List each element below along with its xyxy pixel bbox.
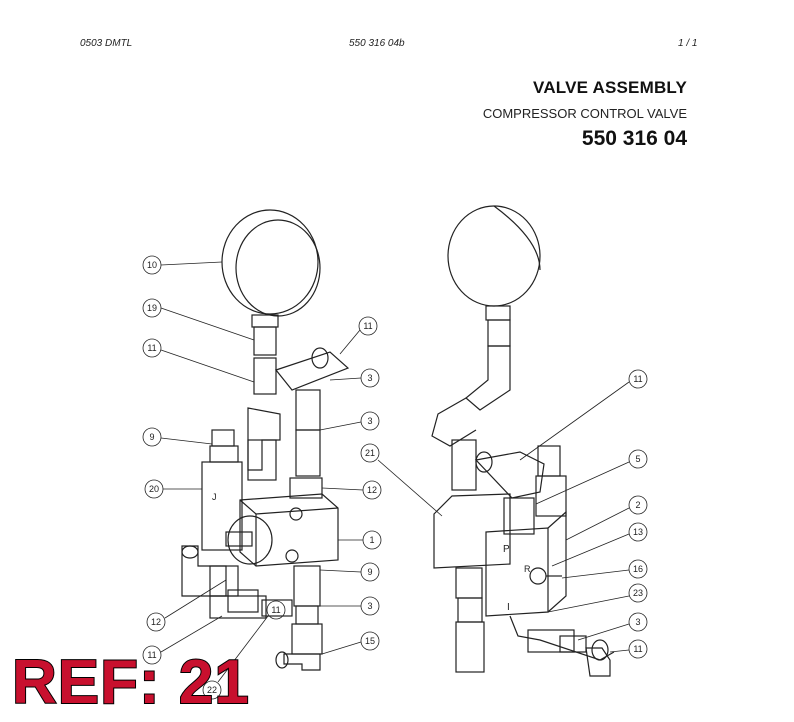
left-callout-13: 12 xyxy=(151,617,161,627)
left-callout-12: 3 xyxy=(367,601,372,611)
left-callout-11: 9 xyxy=(367,567,372,577)
reference-label: REF: 21 xyxy=(11,648,250,717)
right-callout-3: 13 xyxy=(633,527,643,537)
left-callout-9: 12 xyxy=(367,485,377,495)
right-callout-6: 3 xyxy=(635,617,640,627)
left-callout-4: 3 xyxy=(367,373,372,383)
left-callout-2: 11 xyxy=(147,343,156,353)
left-callout-1: 19 xyxy=(147,303,157,313)
left-callout-15: 11 xyxy=(271,605,280,615)
svg-text:P: P xyxy=(503,544,510,555)
right-callout-2: 2 xyxy=(635,500,640,510)
svg-text:I: I xyxy=(507,602,510,613)
left-callout-7: 20 xyxy=(149,484,159,494)
svg-text:J: J xyxy=(212,492,217,502)
header-doc-code: 0503 DMTL xyxy=(80,38,133,49)
pressure-gauge-right xyxy=(447,205,541,347)
left-callout-16: 15 xyxy=(365,636,375,646)
left-callout-8: 21 xyxy=(365,448,375,458)
left-callout-5: 3 xyxy=(367,416,372,426)
right-callout-5: 23 xyxy=(633,588,643,598)
header-page-number: 1 / 1 xyxy=(678,38,698,49)
left-callout-14: 11 xyxy=(147,650,156,660)
left-callout-0: 10 xyxy=(147,260,157,270)
left-callout-3: 11 xyxy=(363,321,372,331)
left-callout-10: 1 xyxy=(369,535,374,545)
right-callout-0: 11 xyxy=(633,374,642,384)
right-callout-1: 5 xyxy=(635,454,640,464)
part-number: 550 316 04 xyxy=(581,127,687,150)
header-file-number: 550 316 04b xyxy=(349,38,405,49)
document-title: VALVE ASSEMBLY xyxy=(533,78,687,97)
document-subtitle: COMPRESSOR CONTROL VALVE xyxy=(482,106,687,121)
svg-text:R: R xyxy=(524,564,531,574)
right-callout-4: 16 xyxy=(633,564,643,574)
pressure-gauge-left xyxy=(221,209,321,356)
left-callout-6: 9 xyxy=(149,432,154,442)
right-callout-7: 11 xyxy=(633,644,642,654)
left-callout-17: 22 xyxy=(207,685,217,695)
